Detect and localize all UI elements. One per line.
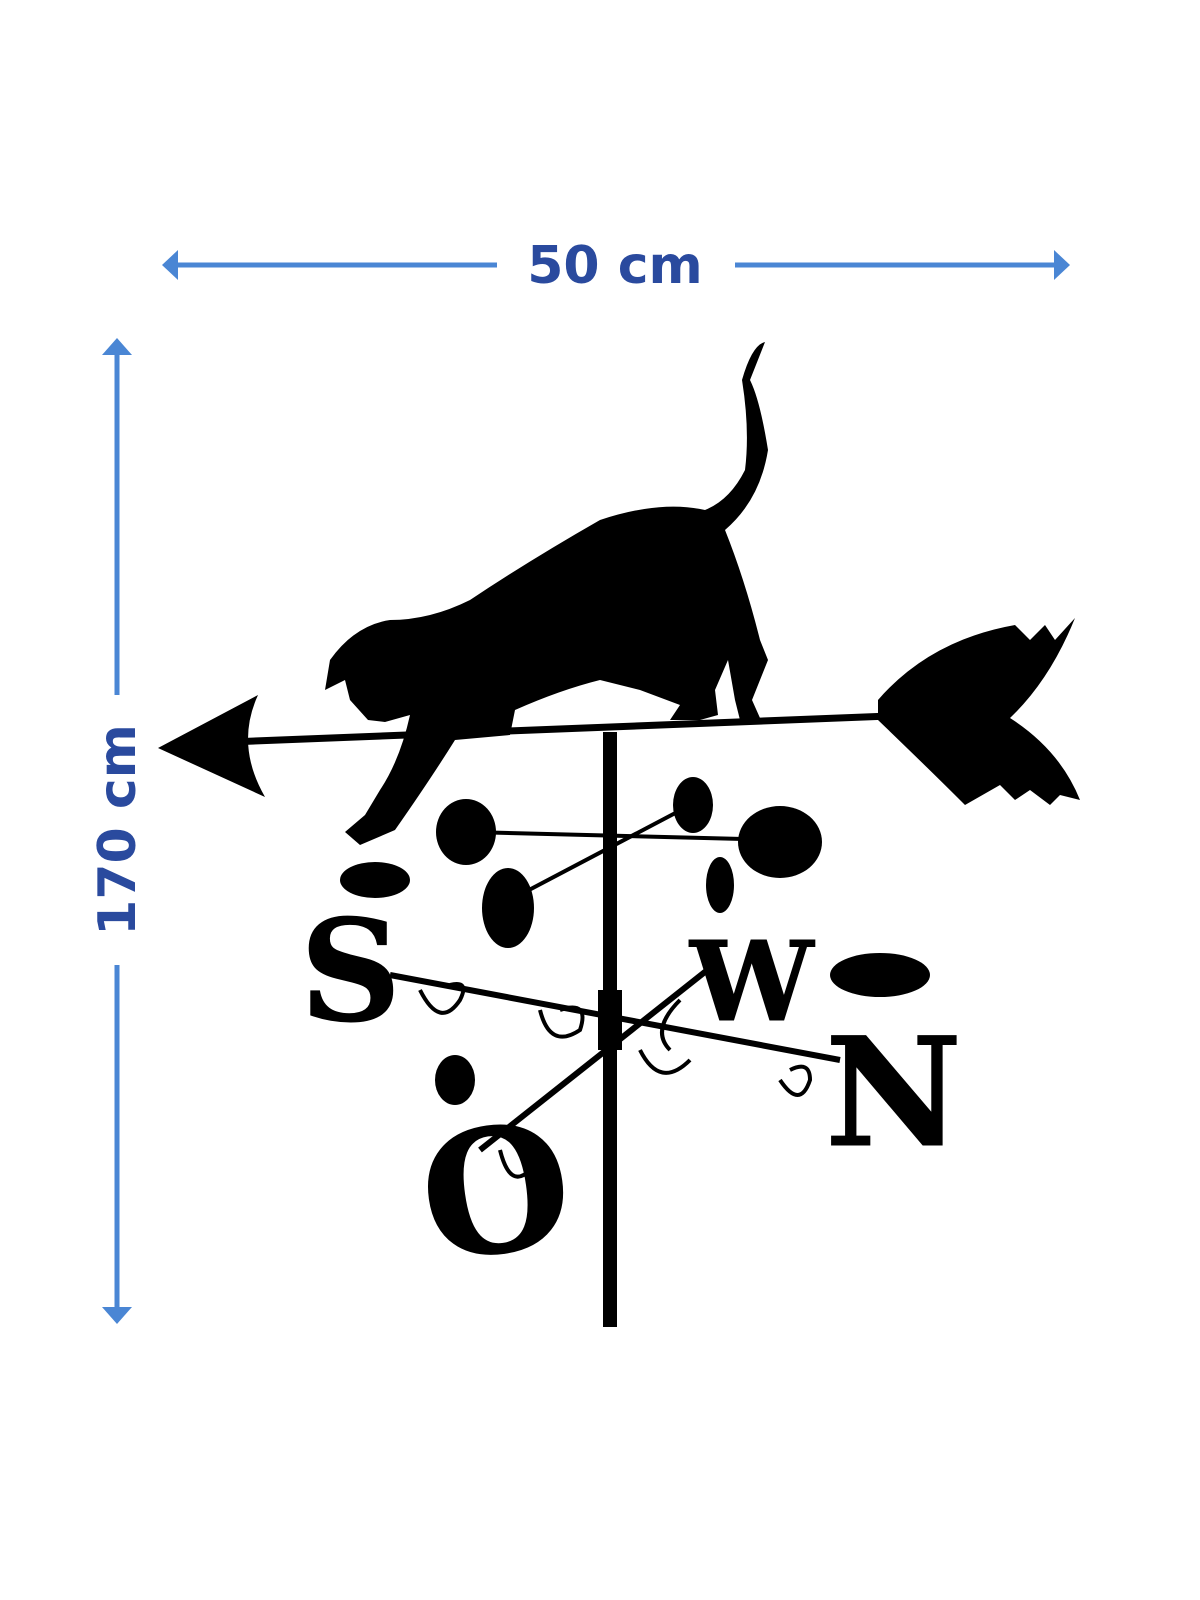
mouse [435, 1055, 475, 1105]
arrow-up-icon [102, 338, 132, 355]
arrow-head [158, 695, 265, 797]
cup [673, 777, 713, 833]
arrow-shaft [229, 711, 916, 746]
cup [482, 868, 534, 948]
letter-s: S [300, 890, 401, 1054]
cup [436, 799, 496, 865]
mouse [706, 857, 734, 913]
width-label: 50 cm [527, 236, 702, 296]
cat [325, 342, 768, 845]
scrollwork [418, 982, 813, 1179]
arm [478, 957, 722, 1153]
cup [738, 806, 822, 878]
arrow-down-icon [102, 1307, 132, 1324]
arrow-left-icon [162, 250, 178, 280]
arrow-right-icon [1054, 250, 1070, 280]
letter-n: N [825, 1005, 962, 1181]
weathervane-silhouette: S W N O [158, 342, 1080, 1327]
letter-w: W [689, 917, 815, 1046]
mouse [340, 862, 410, 898]
height-dimension: 170 cm [88, 338, 148, 1324]
arrow-tail [878, 618, 1080, 805]
width-dimension: 50 cm [162, 236, 1070, 296]
height-label: 170 cm [88, 724, 148, 936]
mouse [830, 953, 930, 997]
letter-o: O [409, 1083, 583, 1302]
